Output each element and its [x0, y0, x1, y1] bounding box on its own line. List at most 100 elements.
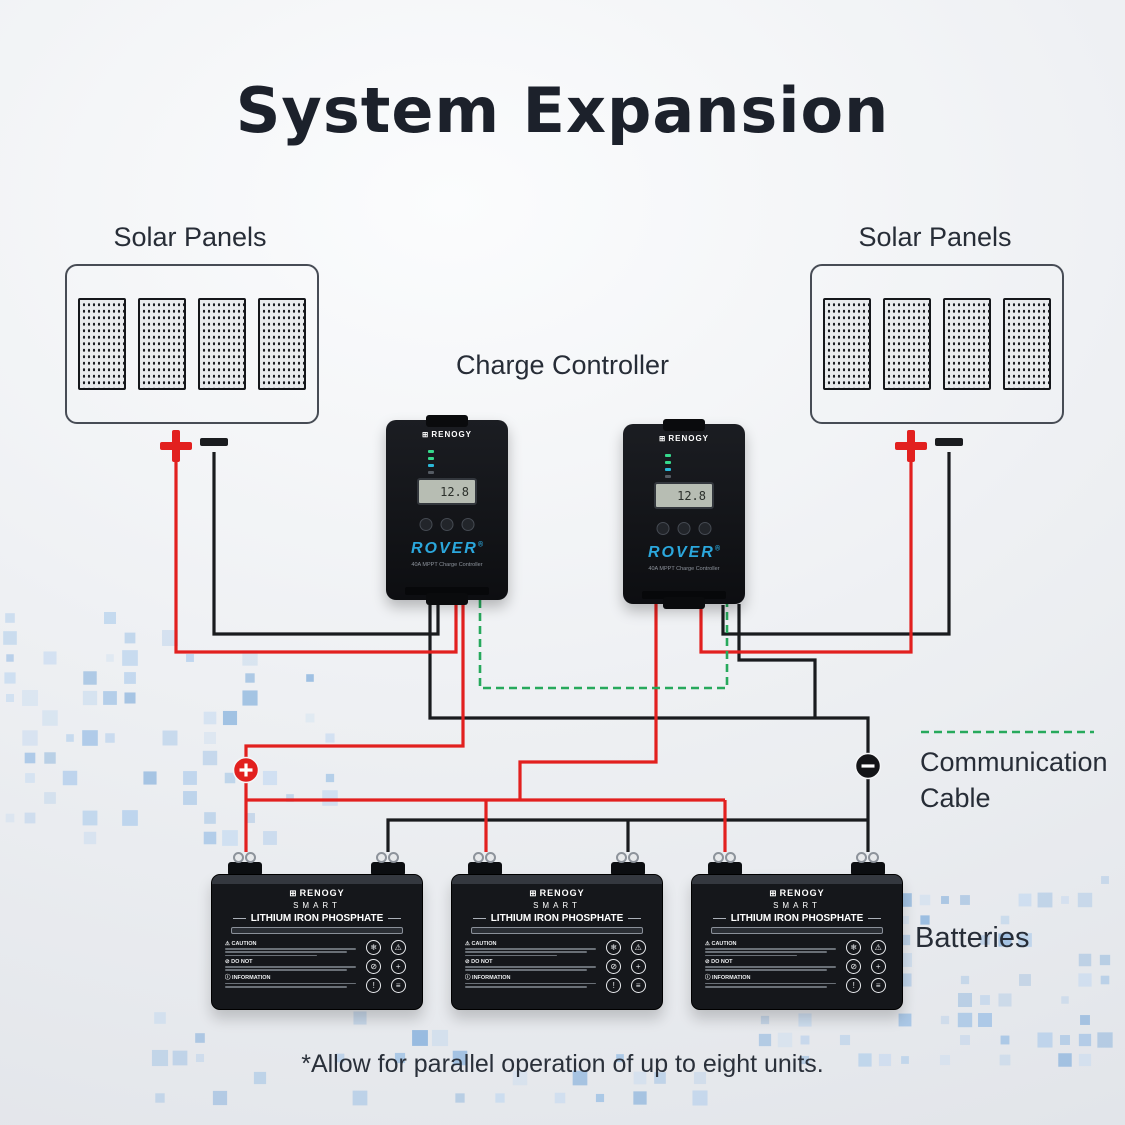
- battery-post: [228, 862, 262, 876]
- fine-print-lines: [225, 966, 356, 971]
- do-not-title: DO NOT: [471, 958, 493, 965]
- page-title: System Expansion: [235, 74, 890, 147]
- plus-icon: +: [630, 959, 646, 974]
- battery-post: [611, 862, 645, 876]
- status-led-icons: [665, 454, 671, 478]
- battery-negative-wire-right-controller: [737, 604, 817, 718]
- lines-icon: ≡: [390, 978, 406, 993]
- fine-print-lines: [705, 948, 836, 957]
- terminal-rings-negative: [616, 852, 639, 863]
- rover-model-label: ROVER®: [386, 540, 508, 558]
- battery-body: ⊞RENOGY SMART LITHIUM IRON PHOSPHATE ⚠ C…: [451, 874, 663, 1010]
- brand-text: RENOGY: [539, 888, 585, 898]
- pv-negative-wire-left: [212, 452, 440, 636]
- snowflake-icon: ❄: [606, 940, 622, 955]
- renogy-logo-icon: ⊞: [289, 888, 298, 898]
- solar-panel: [943, 298, 991, 390]
- brand-text: RENOGY: [299, 888, 345, 898]
- fine-print-lines: [225, 982, 356, 988]
- fine-print-lines: [465, 948, 596, 957]
- battery-warning-text: ⚠ CAUTION ⊘ DO NOT ⓘ INFORMATION: [225, 938, 356, 993]
- button-icon: [698, 522, 712, 535]
- lcd-display: 12.8: [417, 478, 477, 505]
- do-not-icon: ⊘: [465, 958, 470, 965]
- renogy-logo: ⊞RENOGY: [529, 888, 584, 899]
- battery-info-block: ⚠ CAUTION ⊘ DO NOT ⓘ INFORMATION ❄ ⚠ ⊘ +…: [225, 938, 409, 993]
- alert-icon: !: [846, 978, 862, 993]
- charge-controller-label: Charge Controller: [455, 350, 670, 380]
- mosaic-decoration: [3, 612, 1113, 1106]
- button-icon: [677, 522, 691, 535]
- battery-front-panel: ⊞RENOGY SMART LITHIUM IRON PHOSPHATE ⚠ C…: [702, 888, 892, 993]
- no-entry-icon: ⊘: [846, 959, 862, 974]
- battery-banner: [471, 927, 643, 934]
- battery-positive-wire-right-controller: [518, 604, 658, 800]
- pv-positive-wire-left: [174, 462, 458, 654]
- caution-icon: ⚠: [705, 940, 710, 947]
- communication-cable-wire: [478, 600, 729, 690]
- battery-body: ⊞RENOGY SMART LITHIUM IRON PHOSPHATE ⚠ C…: [691, 874, 903, 1010]
- brand-text: RENOGY: [779, 888, 825, 898]
- model-text: ROVER: [410, 540, 478, 557]
- do-not-icon: ⊘: [225, 958, 230, 965]
- brand-text: RENOGY: [668, 434, 710, 443]
- no-entry-icon: ⊘: [366, 959, 382, 974]
- terminal-rings-positive: [233, 852, 256, 863]
- renogy-logo: ⊞RENOGY: [769, 888, 824, 899]
- pv-negative-wire-right: [721, 452, 951, 636]
- renogy-logo: ⊞RENOGY: [386, 430, 508, 439]
- battery-2: ⊞RENOGY SMART LITHIUM IRON PHOSPHATE ⚠ C…: [451, 852, 663, 1012]
- renogy-logo-icon: ⊞: [529, 888, 538, 898]
- fine-print-lines: [705, 982, 836, 988]
- display-value: 12.8: [440, 484, 469, 499]
- controller-buttons: [656, 522, 712, 535]
- snowflake-icon: ❄: [846, 940, 862, 955]
- controller-subtitle: 40A MPPT Charge Controller: [648, 566, 720, 572]
- battery-chemistry-label: LITHIUM IRON PHOSPHATE: [713, 913, 882, 924]
- battery-post: [851, 862, 885, 876]
- display-value: 12.8: [677, 488, 706, 503]
- renogy-logo-icon: ⊞: [421, 430, 430, 439]
- solar-panel: [1003, 298, 1051, 390]
- fine-print-lines: [705, 966, 836, 971]
- charge-controller-right: ⊞RENOGY 12.8 ROVER® 40A MPPT Charge Cont…: [623, 424, 745, 604]
- positive-terminal-icon-right: [895, 430, 927, 462]
- footnote: *Allow for parallel operation of up to e…: [301, 1050, 824, 1078]
- positive-terminal-icon-left: [160, 430, 192, 462]
- battery-post: [708, 862, 742, 876]
- negative-bus-wire: [386, 818, 868, 852]
- information-title: INFORMATION: [472, 975, 511, 982]
- lines-icon: ≡: [630, 978, 646, 993]
- info-icon: ⓘ: [465, 975, 471, 982]
- renogy-logo: ⊞RENOGY: [623, 434, 745, 443]
- battery-warning-icons: ❄ ⚠ ⊘ + ! ≡: [843, 938, 889, 993]
- battery-front-panel: ⊞RENOGY SMART LITHIUM IRON PHOSPHATE ⚠ C…: [222, 888, 412, 993]
- button-icon: [461, 518, 475, 531]
- warning-icon: ⚠: [630, 940, 646, 955]
- terminal-rings-positive: [713, 852, 736, 863]
- solar-panel: [78, 298, 126, 390]
- information-title: INFORMATION: [712, 975, 751, 982]
- brand-text: RENOGY: [431, 430, 473, 439]
- battery-chemistry-label: LITHIUM IRON PHOSPHATE: [473, 913, 642, 924]
- battery-series-label: SMART: [293, 901, 341, 910]
- do-not-icon: ⊘: [705, 958, 710, 965]
- battery-warning-icons: ❄ ⚠ ⊘ + ! ≡: [603, 938, 649, 993]
- wiring: [174, 452, 1094, 852]
- pv-positive-wire-right: [699, 462, 913, 654]
- model-text: ROVER: [647, 544, 715, 561]
- fine-print-lines: [225, 948, 356, 957]
- terminal-rings-negative: [376, 852, 399, 863]
- solar-panel: [198, 298, 246, 390]
- negative-junction-icon: [854, 752, 882, 780]
- caution-title: CAUTION: [711, 940, 737, 947]
- battery-1: ⊞RENOGY SMART LITHIUM IRON PHOSPHATE ⚠ C…: [211, 852, 423, 1012]
- renogy-logo-icon: ⊞: [769, 888, 778, 898]
- battery-chemistry-label: LITHIUM IRON PHOSPHATE: [233, 913, 402, 924]
- battery-front-panel: ⊞RENOGY SMART LITHIUM IRON PHOSPHATE ⚠ C…: [462, 888, 652, 993]
- information-title: INFORMATION: [232, 975, 271, 982]
- status-led-icons: [428, 450, 434, 474]
- battery-warning-text: ⚠ CAUTION ⊘ DO NOT ⓘ INFORMATION: [705, 938, 836, 993]
- renogy-logo-icon: ⊞: [658, 434, 667, 443]
